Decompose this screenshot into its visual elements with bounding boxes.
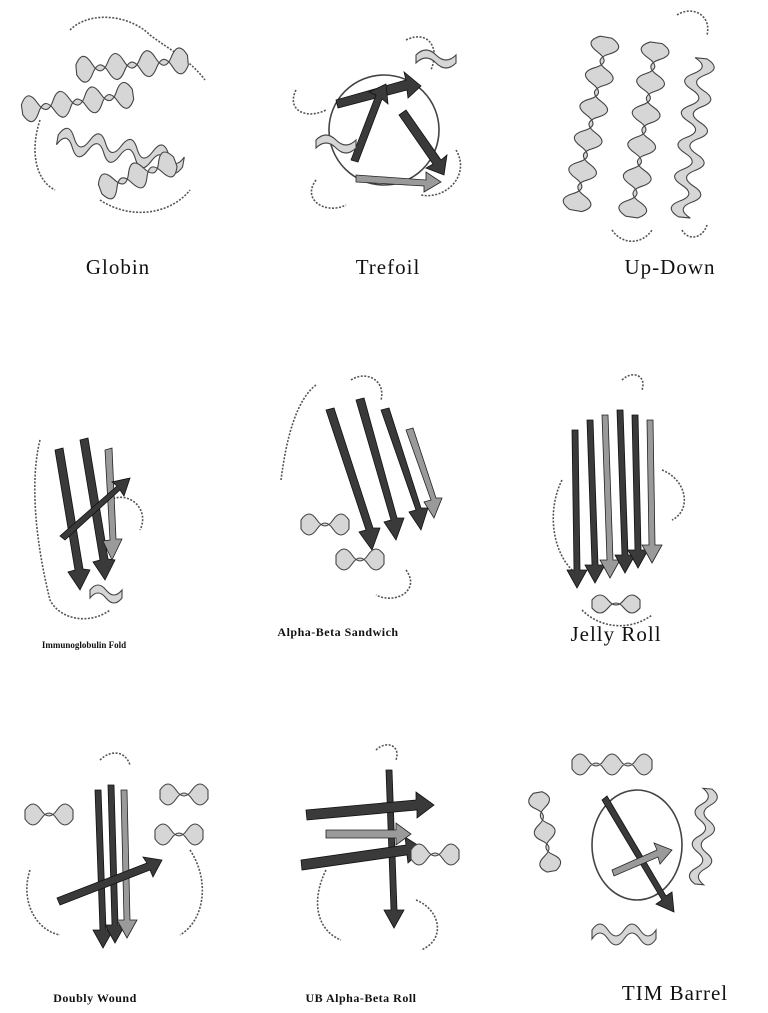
immunoglobulin-fold-label: Immunoglobulin Fold <box>42 640 126 650</box>
ub-alpha-beta-roll-panel: UB Alpha-Beta Roll <box>256 730 512 1013</box>
tim-barrel-ribbon-diagram <box>512 730 768 1013</box>
doubly-wound-panel: Doubly Wound <box>0 730 256 1013</box>
jelly-roll-ribbon-diagram <box>512 340 768 660</box>
doubly-wound-label: Doubly Wound <box>53 991 137 1006</box>
globin-label: Globin <box>86 255 150 280</box>
up-down-label: Up-Down <box>625 255 716 280</box>
alpha-beta-sandwich-label: Alpha-Beta Sandwich <box>277 625 398 640</box>
immunoglobulin-fold-panel: Immunoglobulin Fold <box>0 340 256 660</box>
trefoil-panel: Trefoil <box>256 0 512 300</box>
globin-panel: Globin <box>0 0 256 300</box>
ub-alpha-beta-roll-ribbon-diagram <box>256 730 512 1013</box>
jelly-roll-panel: Jelly Roll <box>512 340 768 660</box>
tim-barrel-panel: TIM Barrel <box>512 730 768 1013</box>
immunoglobulin-fold-ribbon-diagram <box>0 340 256 660</box>
up-down-panel: Up-Down <box>512 0 768 300</box>
jelly-roll-label: Jelly Roll <box>570 622 661 647</box>
alpha-beta-sandwich-ribbon-diagram <box>256 340 512 660</box>
alpha-beta-sandwich-panel: Alpha-Beta Sandwich <box>256 340 512 660</box>
doubly-wound-ribbon-diagram <box>0 730 256 1013</box>
trefoil-label: Trefoil <box>356 255 421 280</box>
ub-alpha-beta-roll-label: UB Alpha-Beta Roll <box>305 991 416 1006</box>
tim-barrel-label: TIM Barrel <box>622 981 728 1006</box>
